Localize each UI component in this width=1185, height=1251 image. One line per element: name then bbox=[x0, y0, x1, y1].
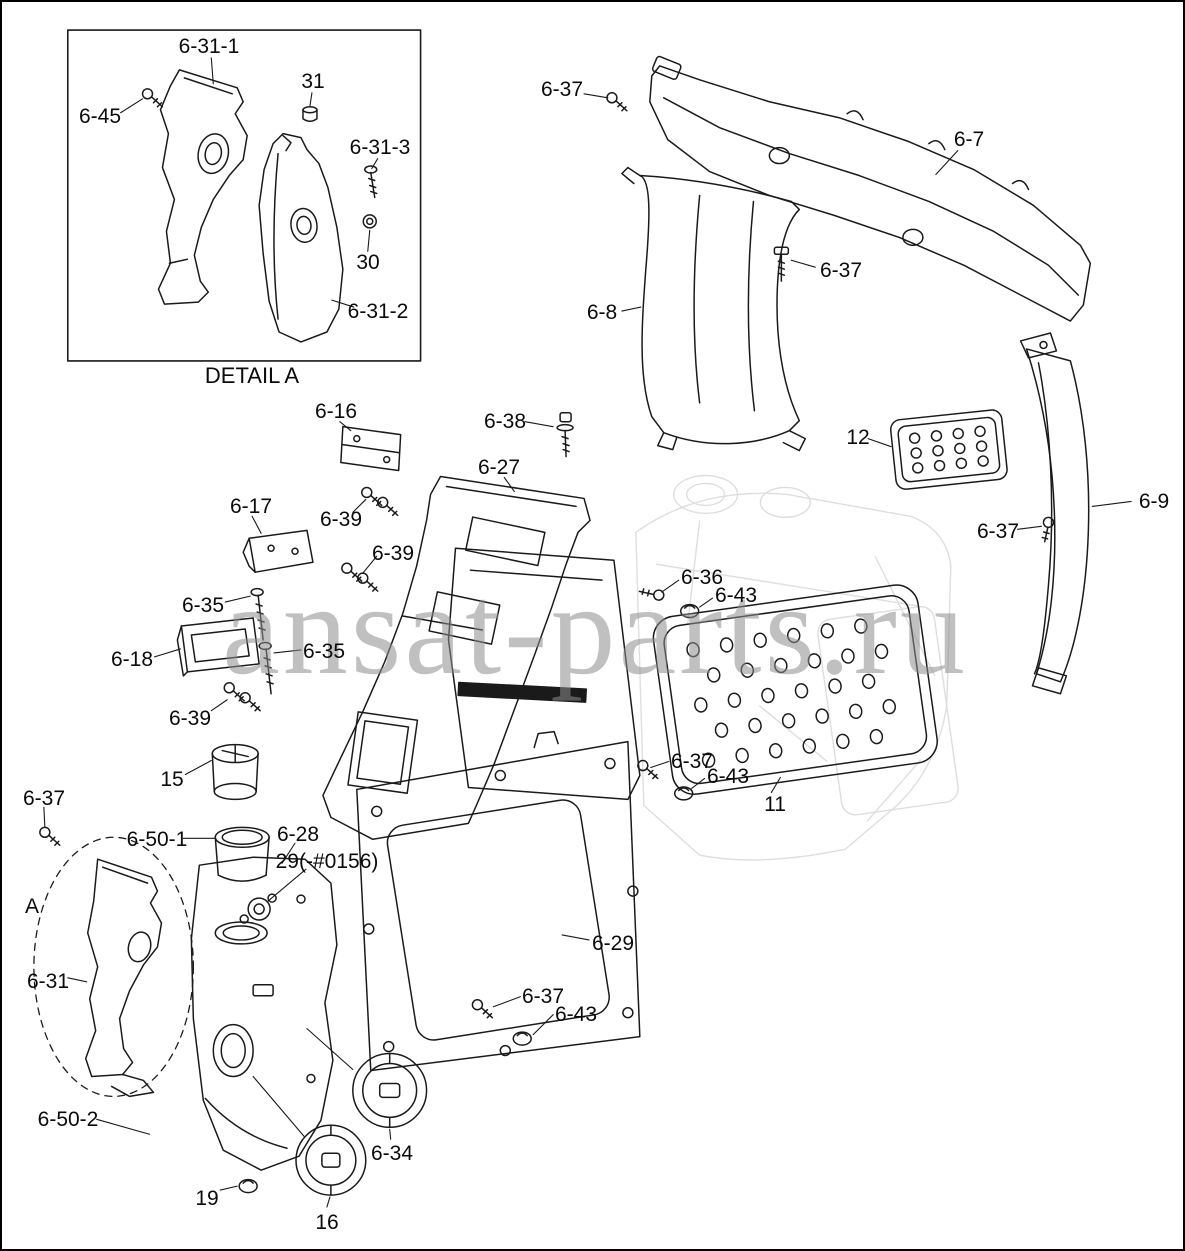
part-6-8-drawing bbox=[621, 166, 807, 452]
label-6-50-2: 6-50-2 bbox=[37, 1108, 99, 1131]
fastener-6-38 bbox=[556, 411, 574, 458]
label-detail-a: DETAIL A bbox=[204, 363, 300, 388]
part-6-9-drawing bbox=[1019, 332, 1090, 695]
part-6-31-1-drawing bbox=[157, 69, 248, 305]
ghost-underlay bbox=[635, 474, 959, 861]
label-11: 11 bbox=[764, 793, 786, 816]
label-6-8: 6-8 bbox=[586, 301, 618, 324]
label-6-7: 6-7 bbox=[953, 128, 985, 151]
fastener-6-31-3 bbox=[364, 165, 378, 199]
label-6-28: 6-28 bbox=[276, 823, 320, 846]
part-6-7-drawing bbox=[649, 55, 1092, 322]
label-15: 15 bbox=[160, 768, 184, 791]
label-6-16: 6-16 bbox=[314, 400, 358, 423]
label-6-37: 6-37 bbox=[819, 259, 863, 282]
label-6-31: 6-31 bbox=[26, 970, 70, 993]
part-6-18-drawing bbox=[176, 617, 260, 677]
label-29-0156: 29(-#0156) bbox=[275, 850, 379, 873]
label-6-35: 6-35 bbox=[302, 640, 346, 663]
label-6-17: 6-17 bbox=[229, 495, 273, 518]
label-6-45: 6-45 bbox=[78, 105, 122, 128]
label-6-31-3: 6-31-3 bbox=[349, 136, 411, 159]
fastener-6-37-mid bbox=[773, 246, 790, 282]
label-6-39: 6-39 bbox=[371, 542, 415, 565]
label-6-27: 6-27 bbox=[477, 456, 521, 479]
part-11-drawing bbox=[652, 584, 938, 795]
part-6-28-drawing bbox=[190, 856, 338, 1171]
label-6-37: 6-37 bbox=[976, 520, 1020, 543]
fastener-6-35-a bbox=[250, 587, 266, 641]
label-31: 31 bbox=[301, 70, 325, 93]
part-12-drawing bbox=[889, 409, 1008, 490]
part-6-34-drawing bbox=[352, 1052, 428, 1129]
label-16: 16 bbox=[315, 1211, 339, 1234]
label-12: 12 bbox=[846, 426, 870, 449]
label-6-39: 6-39 bbox=[319, 508, 363, 531]
part-6-31-2-drawing bbox=[258, 132, 344, 343]
label-6-50-1: 6-50-1 bbox=[126, 828, 188, 851]
label-6-43: 6-43 bbox=[714, 584, 758, 607]
label-6-36: 6-36 bbox=[680, 566, 724, 589]
label-6-29: 6-29 bbox=[591, 932, 635, 955]
label-a: A bbox=[24, 895, 40, 918]
fastener-31 bbox=[302, 106, 318, 122]
part-6-16-drawing bbox=[340, 425, 402, 472]
label-6-35: 6-35 bbox=[181, 594, 225, 617]
label-6-37: 6-37 bbox=[670, 750, 714, 773]
part-6-17-drawing bbox=[242, 529, 314, 573]
part-15-drawing bbox=[211, 743, 259, 801]
label-6-38: 6-38 bbox=[483, 410, 527, 433]
label-6-34: 6-34 bbox=[370, 1142, 414, 1165]
label-19: 19 bbox=[195, 1187, 219, 1210]
part-6-31-drawing bbox=[84, 858, 163, 1098]
detail-a-frame bbox=[66, 29, 422, 362]
label-6-43: 6-43 bbox=[554, 1003, 598, 1026]
label-6-37: 6-37 bbox=[521, 985, 565, 1008]
part-29-drawing bbox=[239, 893, 277, 924]
part-6-29-drawing bbox=[356, 730, 641, 1072]
part-16-drawing bbox=[295, 1124, 367, 1196]
label-6-37: 6-37 bbox=[22, 787, 66, 810]
part-6-27-drawing bbox=[322, 475, 591, 841]
label-6-39: 6-39 bbox=[168, 707, 212, 730]
fastener-6-35-b bbox=[258, 641, 274, 695]
part-6-50-1-drawing bbox=[214, 826, 270, 882]
label-6-9: 6-9 bbox=[1138, 490, 1170, 513]
label-30: 30 bbox=[356, 251, 380, 274]
detail-a-callout bbox=[33, 836, 194, 1098]
label-6-31-1: 6-31-1 bbox=[178, 35, 240, 58]
leader-lines bbox=[43, 57, 1132, 1208]
fastener-30 bbox=[362, 214, 377, 229]
label-6-37: 6-37 bbox=[540, 78, 584, 101]
label-6-43: 6-43 bbox=[706, 765, 750, 788]
label-6-31-2: 6-31-2 bbox=[347, 300, 409, 323]
label-6-18: 6-18 bbox=[110, 648, 154, 671]
